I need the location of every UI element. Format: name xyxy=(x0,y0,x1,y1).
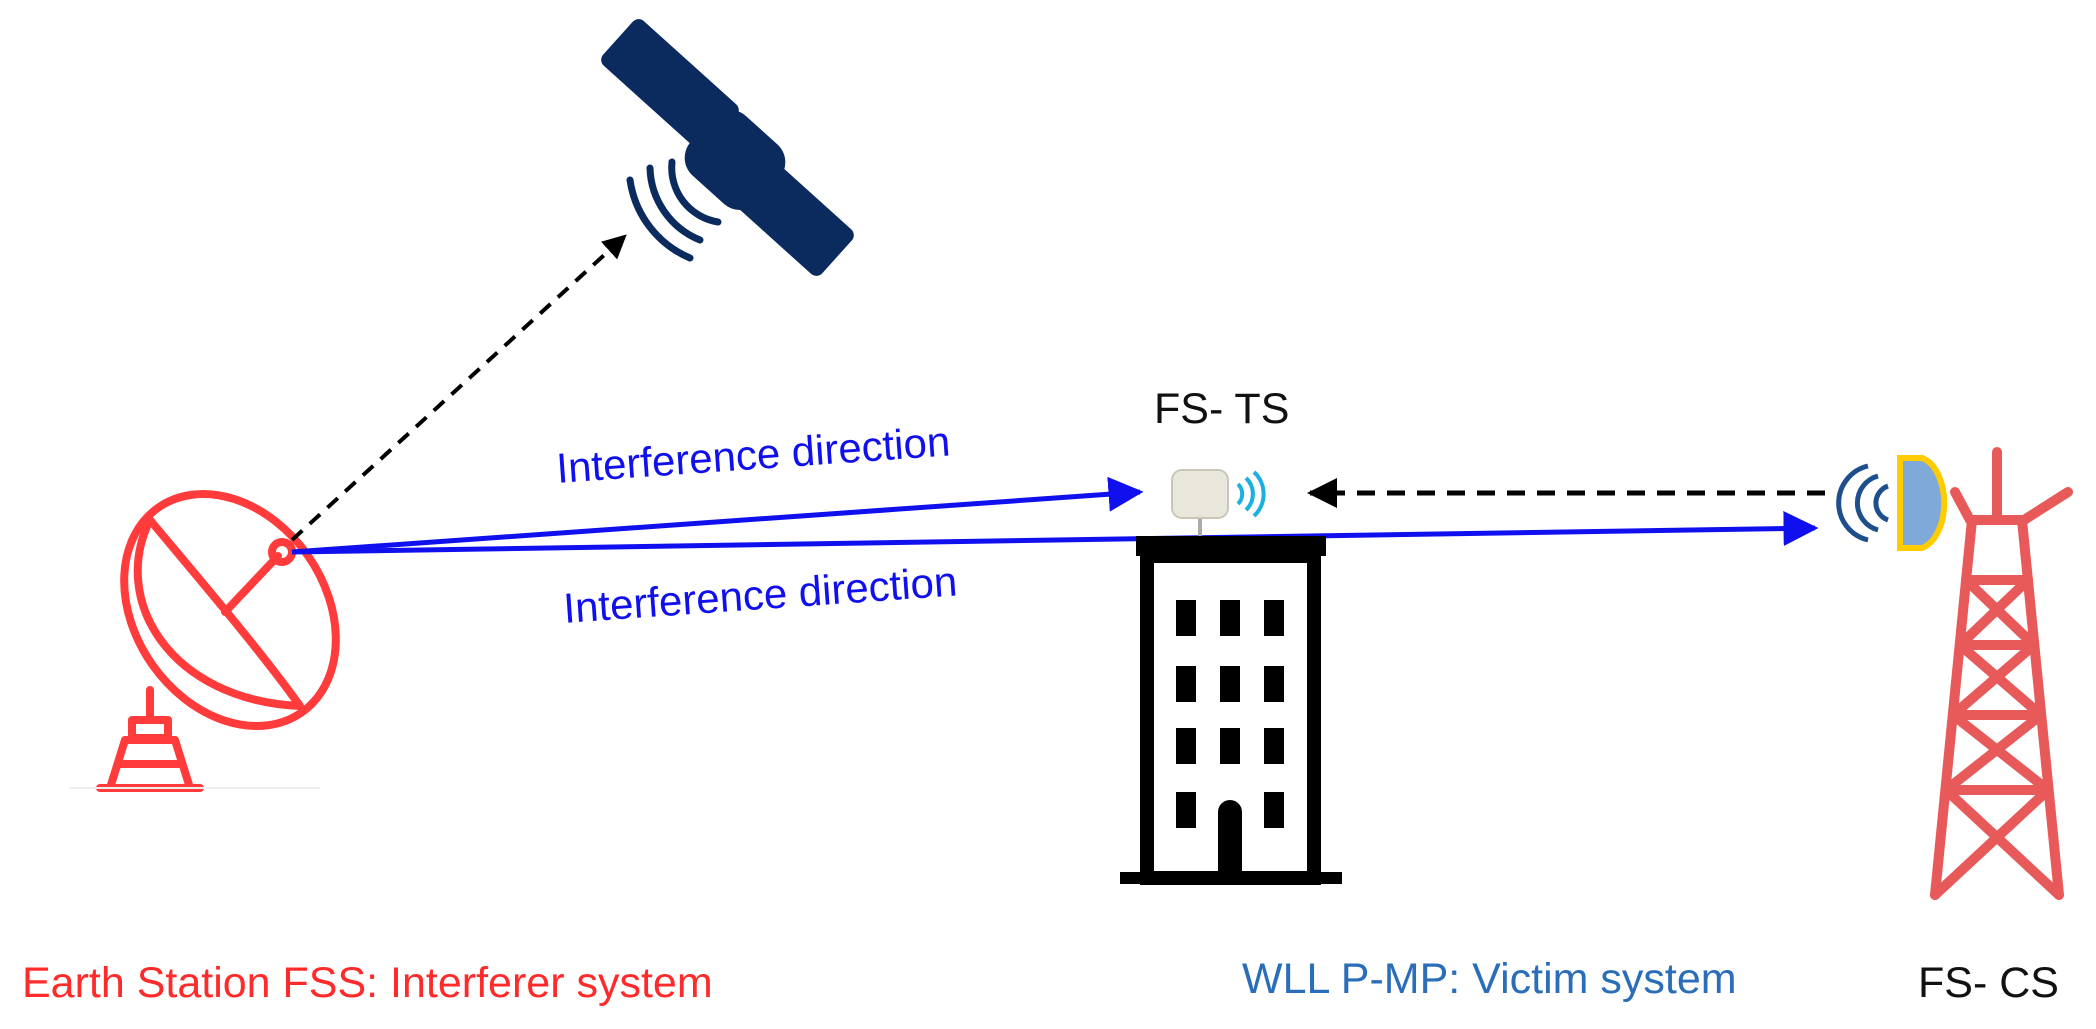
interference-arrow-to-ts xyxy=(291,476,1144,555)
satellite-icon xyxy=(601,19,854,276)
fs-terminal-icon xyxy=(1171,469,1266,536)
fs-antenna-icon xyxy=(1836,455,1948,551)
uplink-arrow xyxy=(290,234,627,542)
building-icon xyxy=(1120,536,1342,885)
fs-cs-label: FS- CS xyxy=(1918,959,2059,1007)
transmission-tower-icon xyxy=(1930,447,2073,900)
victim-system-label: WLL P-MP: Victim system xyxy=(1242,955,1737,1003)
interferer-system-label: Earth Station FSS: Interferer system xyxy=(22,959,713,1007)
fs-ts-label: FS- TS xyxy=(1154,385,1290,433)
interference-arrow-to-cs xyxy=(291,510,1819,555)
